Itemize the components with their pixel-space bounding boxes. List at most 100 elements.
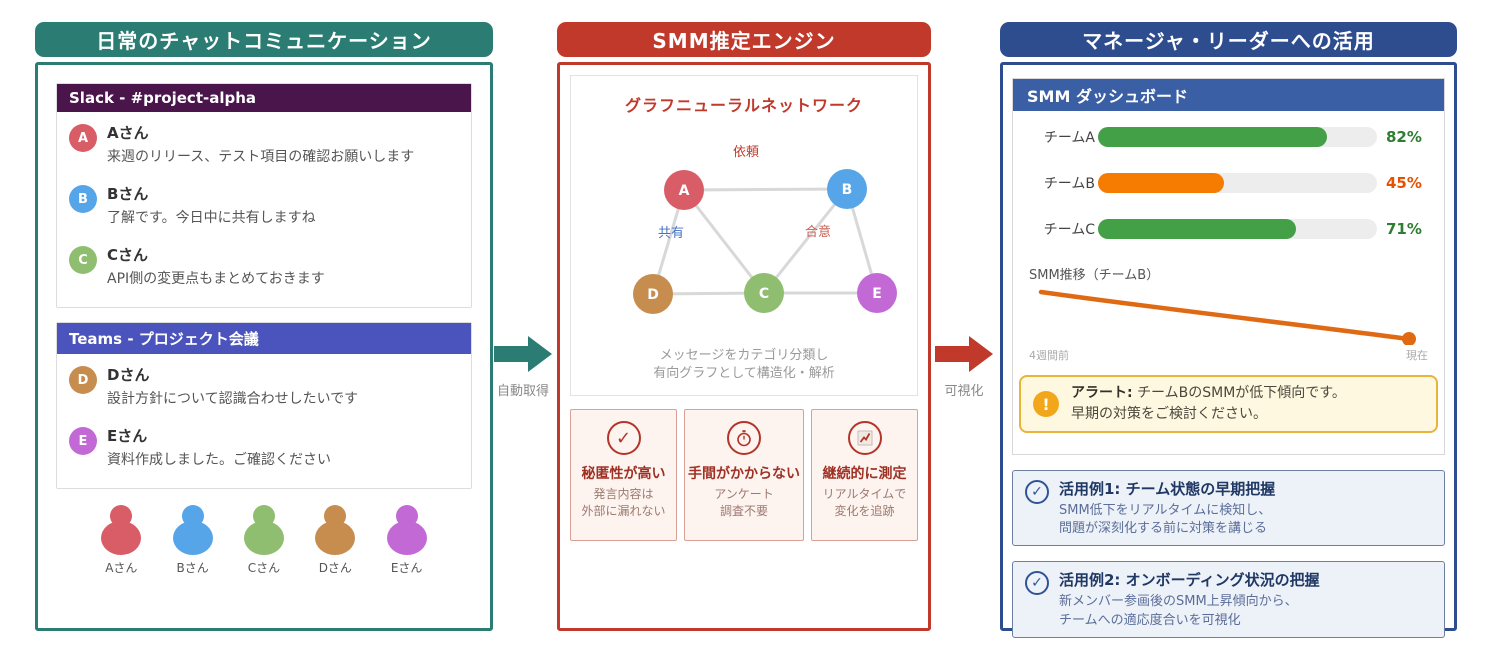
feature-continuous: 継続的に測定 リアルタイムで 変化を追跡 — [811, 409, 918, 541]
exclamation-icon: ! — [1033, 391, 1059, 417]
usecase-desc: SMM低下をリアルタイムに検知し、 問題が深刻化する前に対策を講じる — [1059, 503, 1272, 537]
edge-label: 合意 — [805, 224, 831, 240]
member-figure: Aさん — [91, 505, 151, 576]
member-label: Dさん — [318, 561, 352, 575]
panel-daily-chat-title: 日常のチャットコミュニケーション — [35, 22, 493, 57]
edge-label: 共有 — [658, 226, 684, 241]
bar-track — [1098, 127, 1377, 147]
person-icon — [243, 521, 284, 555]
usecase-box-1: ✓ 活用例1: チーム状態の早期把握 SMM低下をリアルタイムに検知し、 問題が… — [1012, 470, 1445, 547]
message-sender: Aさん — [107, 124, 149, 142]
feature-title: 秘匿性が高い — [581, 466, 666, 482]
bar-label: チームC — [1043, 222, 1095, 238]
avatar: B — [69, 185, 97, 213]
usecase-content: 活用例1: チーム状態の早期把握 SMM低下をリアルタイムに検知し、 問題が深刻… — [1059, 478, 1275, 538]
feature-desc: リアルタイムで 変化を追跡 — [822, 487, 907, 519]
message-content: Eさん 資料作成しました。ご確認ください — [107, 425, 331, 469]
message-sender: Eさん — [107, 427, 148, 445]
graph-node — [827, 169, 867, 209]
member-figure: Dさん — [305, 505, 365, 576]
feature-privacy: ✓ 秘匿性が高い 発言内容は 外部に漏れない — [570, 409, 677, 541]
message-content: Bさん 了解です。今日中に共有しますね — [107, 183, 316, 227]
chat-message: B Bさん 了解です。今日中に共有しますね — [69, 183, 459, 227]
alert-line1: チームBのSMMが低下傾向です。 — [1137, 385, 1346, 401]
person-icon — [172, 521, 213, 555]
bar-value: 45% — [1386, 174, 1422, 192]
person-icon — [315, 521, 356, 555]
smm-dashboard-card: SMM ダッシュボード チームA 82% チームB 45% チームC — [1012, 78, 1445, 455]
message-sender: Cさん — [107, 246, 149, 264]
right-arrow-icon — [494, 336, 552, 372]
feature-title: 手間がかからない — [688, 466, 800, 482]
trend-axis-left: 4週間前 — [1029, 349, 1069, 362]
flow-connector: 自動取得 — [492, 334, 554, 399]
person-icon — [386, 521, 427, 555]
panel-smm-engine: SMM推定エンジン グラフニューラルネットワーク 依頼 共有 合意 — [557, 22, 931, 631]
usecase-desc: 新メンバー参画後のSMM上昇傾向から、 チームへの適応度合いを可視化 — [1059, 594, 1298, 628]
member-label: Aさん — [105, 561, 138, 575]
message-sender: Bさん — [107, 185, 149, 203]
graph-node — [857, 273, 897, 313]
message-text: API側の変更点もまとめておきます — [107, 271, 325, 287]
edge-label: 依頼 — [733, 145, 759, 160]
feature-desc: 発言内容は 外部に漏れない — [581, 487, 666, 519]
member-label: Cさん — [247, 561, 281, 575]
bar-value: 71% — [1386, 220, 1422, 238]
teams-card: Teams - プロジェクト会議 D Dさん 設計方針について認識合わせしたいで… — [56, 322, 472, 489]
connector-label: 自動取得 — [496, 384, 549, 399]
svg-text:B: B — [842, 182, 853, 198]
bar-label: チームA — [1043, 130, 1095, 146]
usecase-content: 活用例2: オンボーディング状況の把握 新メンバー参画後のSMM上昇傾向から、 … — [1059, 569, 1320, 629]
graph-node — [744, 273, 784, 313]
message-sender: Dさん — [107, 366, 150, 384]
person-icon — [101, 521, 142, 555]
trend-line-chart — [1038, 289, 1416, 345]
panel-daily-chat: 日常のチャットコミュニケーション Slack - #project-alpha … — [35, 22, 493, 631]
member-figure: Bさん — [163, 505, 223, 576]
check-circle-icon: ✓ — [1025, 480, 1049, 504]
gnn-caption-line1: メッセージをカテゴリ分類し — [659, 347, 829, 363]
trend-axis-labels: 4週間前 現在 — [1029, 347, 1428, 363]
alert-text: アラート: チームBのSMMが低下傾向です。 早期の対策をご検討ください。 — [1071, 383, 1346, 425]
avatar: C — [69, 246, 97, 274]
slack-card-header: Slack - #project-alpha — [57, 84, 471, 112]
avatar: A — [69, 124, 97, 152]
chat-message: C Cさん API側の変更点もまとめておきます — [69, 244, 459, 288]
panel-smm-engine-body: グラフニューラルネットワーク 依頼 共有 合意 — [557, 62, 931, 631]
bar-fill — [1098, 173, 1224, 193]
teams-card-body: D Dさん 設計方針について認識合わせしたいです E Eさん 資料作成しました。… — [57, 354, 471, 488]
member-figure: Eさん — [377, 505, 437, 576]
panel-daily-chat-body: Slack - #project-alpha A Aさん 来週のリリース、テスト… — [35, 62, 493, 631]
slack-card-body: A Aさん 来週のリリース、テスト項目の確認お願いします B Bさん 了解です。… — [57, 112, 471, 307]
alert-line2: 早期の対策をご検討ください。 — [1071, 406, 1267, 422]
teams-card-header: Teams - プロジェクト会議 — [57, 323, 471, 354]
smm-dashboard-header: SMM ダッシュボード — [1013, 79, 1444, 111]
graph-node — [664, 170, 704, 210]
panel-manager-usage: マネージャ・リーダーへの活用 SMM ダッシュボード チームA 82% チームB… — [1000, 22, 1457, 638]
bar-value: 82% — [1386, 128, 1422, 146]
message-text: 来週のリリース、テスト項目の確認お願いします — [107, 149, 415, 165]
message-text: 設計方針について認識合わせしたいです — [107, 391, 359, 407]
panel-smm-engine-title: SMM推定エンジン — [557, 22, 931, 57]
flow-connector: 可視化 — [933, 334, 995, 399]
usecase-title: 活用例1: チーム状態の早期把握 — [1059, 480, 1276, 498]
message-content: Aさん 来週のリリース、テスト項目の確認お願いします — [107, 122, 414, 166]
gnn-graph: 依頼 共有 合意 A B C D E — [633, 145, 897, 314]
chat-message: D Dさん 設計方針について認識合わせしたいです — [69, 364, 459, 408]
member-label: Eさん — [390, 561, 423, 575]
svg-text:C: C — [759, 286, 769, 302]
team-bar-row: チームC 71% — [1027, 219, 1428, 239]
trend-chart-label: SMM推移（チームB） — [1029, 268, 1160, 283]
gnn-title: グラフニューラルネットワーク — [624, 96, 863, 115]
alert-banner: ! アラート: チームBのSMMが低下傾向です。 早期の対策をご検討ください。 — [1019, 375, 1438, 433]
connector-label: 可視化 — [944, 384, 984, 399]
alert-title: アラート: — [1071, 385, 1133, 401]
chat-message: E Eさん 資料作成しました。ご確認ください — [69, 425, 459, 469]
svg-text:A: A — [679, 183, 690, 199]
bar-fill — [1098, 127, 1327, 147]
chart-icon — [847, 421, 882, 455]
avatar: D — [69, 366, 97, 394]
graph-node-labels: A B C D E — [647, 182, 882, 303]
avatar: E — [69, 427, 97, 455]
